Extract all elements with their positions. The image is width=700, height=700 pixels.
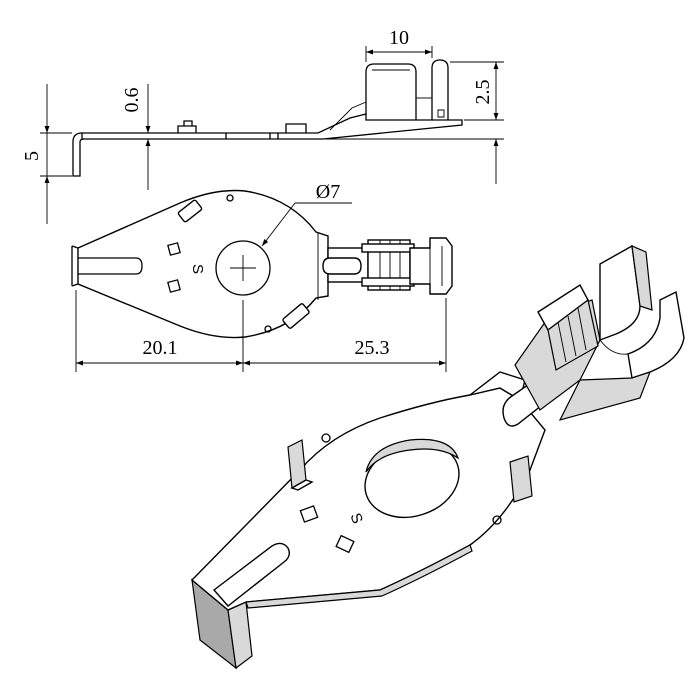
dim-label-thickness: 0.6 — [121, 88, 143, 113]
iso-square-2 — [335, 534, 355, 554]
top-view-tab-upper — [177, 199, 203, 223]
side-view: 10 2.5 0.6 5 — [21, 27, 504, 224]
top-view-rear — [409, 237, 453, 295]
side-view-base — [81, 113, 463, 140]
iso-tab-right — [509, 455, 533, 503]
side-view-slot — [269, 133, 279, 139]
isometric-view: S — [190, 244, 685, 670]
top-view: S Ø7 20.1 25.3 — [71, 181, 453, 372]
dim-label-hole-diameter: Ø7 — [316, 181, 340, 203]
dim-label-top-width: 10 — [389, 27, 409, 49]
side-view-crimp-barrel — [365, 63, 417, 120]
side-view-left-tab — [72, 132, 85, 177]
dim-leader-hole — [261, 202, 296, 247]
dim-label-right-length: 25.3 — [355, 337, 390, 359]
iso-square-1 — [299, 505, 319, 523]
side-view-lance — [285, 123, 307, 133]
top-view-slot — [78, 257, 143, 275]
top-view-plate — [77, 189, 329, 339]
top-view-square-1 — [167, 242, 181, 256]
side-view-rear-tab — [431, 59, 449, 120]
top-view-hole — [215, 240, 271, 296]
dim-label-right-height: 2.5 — [472, 80, 494, 105]
dim-label-left-length: 20.1 — [143, 337, 178, 359]
top-view-tab-lower — [282, 303, 310, 329]
top-view-square-2 — [167, 279, 181, 293]
side-view-latch — [177, 120, 197, 133]
iso-slot — [212, 542, 291, 607]
top-view-stamp-mark: S — [189, 264, 206, 274]
dim-label-left-height: 5 — [21, 151, 43, 161]
top-view-lance — [322, 257, 362, 275]
